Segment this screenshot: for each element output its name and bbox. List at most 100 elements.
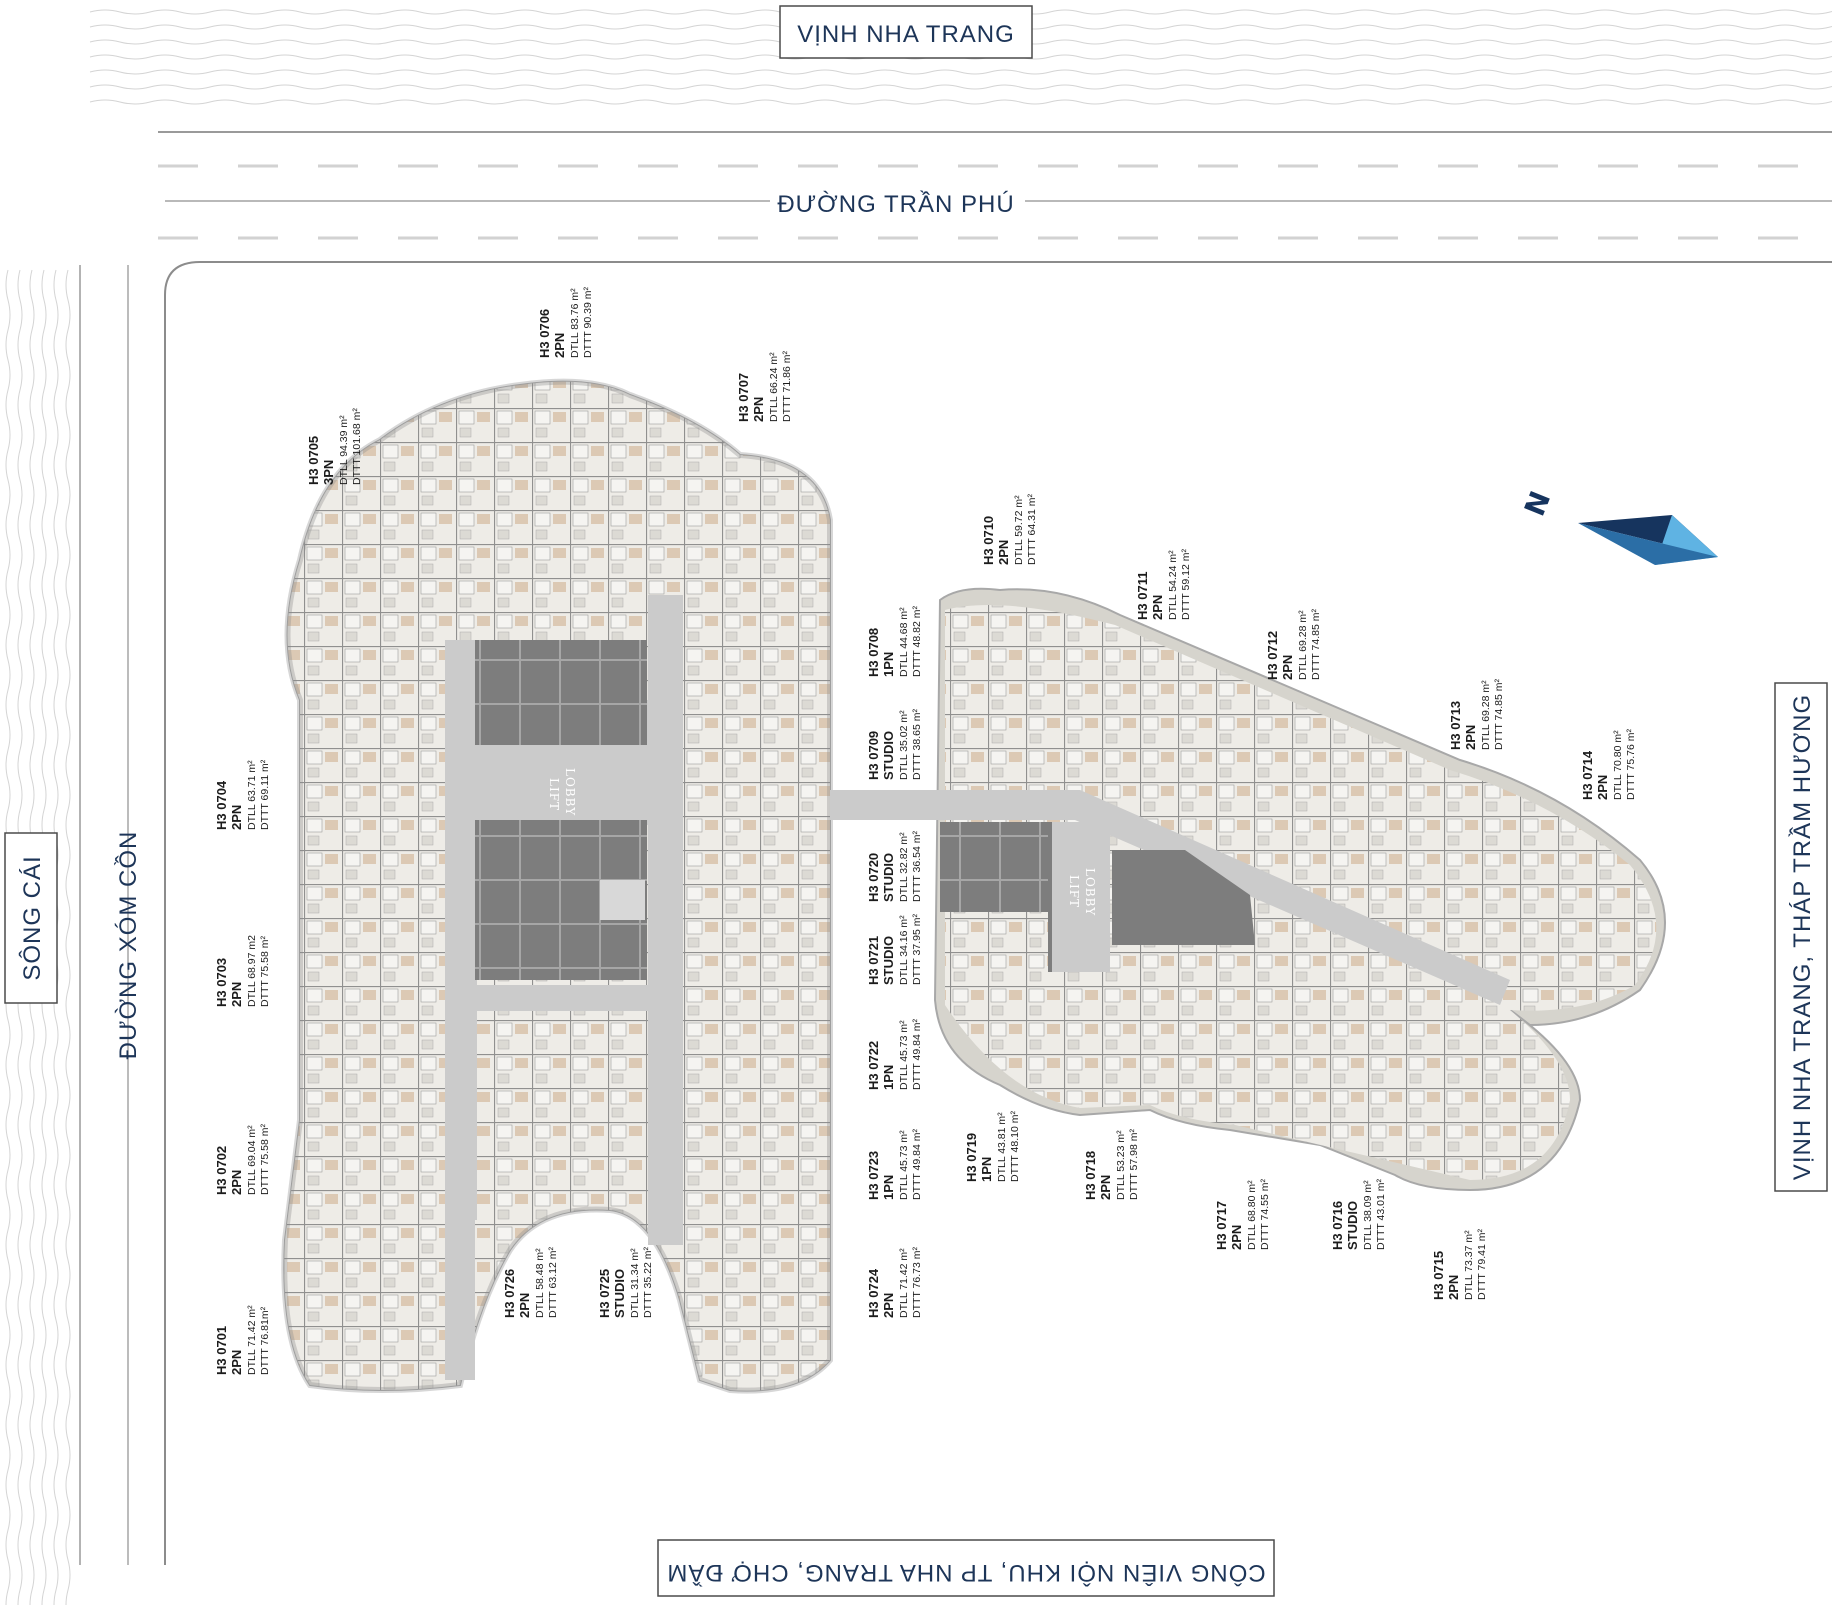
unit-dtll: DTLL 69.04 m² (246, 1125, 258, 1195)
south-text: CÔNG VIÊN NỘI KHU, TP NHA TRANG, CHỢ ĐẦM (666, 1559, 1265, 1587)
unit-dttt: DTTT 64.31 m² (1026, 494, 1038, 565)
unit-type: 1PN (979, 1157, 994, 1182)
unit-code: H3 0708 (866, 628, 881, 677)
unit-dtll: DTLL 45.73 m² (898, 1020, 910, 1090)
label-xom-con-street: ĐƯỜNG XÓM CỒN (114, 831, 142, 1060)
unit-code: H3 0712 (1265, 631, 1280, 680)
unit-dttt: DTTT 63.12 m² (547, 1247, 559, 1318)
unit-type: 2PN (1446, 1275, 1461, 1300)
unit-dttt: DTTT 71.86 m² (781, 351, 793, 422)
unit-dttt: DTTT 59.12 m² (1180, 549, 1192, 620)
unit-code: H3 0724 (866, 1268, 881, 1318)
label-song-cai: SÔNG CÁI (4, 832, 58, 1004)
unit-dtll: DTLL 94.39 m² (338, 415, 350, 485)
unit-dtll: DTLL 45.73 m² (898, 1130, 910, 1200)
unit-code: H3 0720 (866, 853, 881, 902)
unit-code: H3 0706 (537, 309, 552, 358)
unit-type: 2PN (1595, 775, 1610, 800)
unit-dttt: DTTT 76.73 m² (911, 1247, 923, 1318)
xom-con-street-text: ĐƯỜNG XÓM CỒN (114, 831, 142, 1060)
unit-dtll: DTLL 53.23 m² (1115, 1130, 1127, 1200)
unit-dtll: DTLL 59.72 m² (1013, 495, 1025, 565)
unit-dttt: DTTT 74.85 m² (1493, 679, 1505, 750)
lobby-east: LIFT LOBBY (1067, 868, 1097, 916)
unit-code: H3 0704 (214, 780, 229, 830)
tran-phu-street-text: ĐƯỜNG TRẦN PHÚ (777, 190, 1014, 218)
unit-type: STUDIO (1345, 1201, 1360, 1250)
unit-dtll: DTLL 71.42 m² (898, 1248, 910, 1318)
unit-type: 2PN (229, 1350, 244, 1375)
unit-code: H3 0714 (1580, 750, 1595, 800)
unit-dttt: DTTT 49.84 m² (911, 1129, 923, 1200)
lobby-east-line1: LIFT (1067, 875, 1081, 908)
unit-dtll: DTLL 63.71 m² (246, 760, 258, 830)
unit-type: 1PN (881, 1175, 896, 1200)
unit-dtll: DTLL 44.68 m² (898, 607, 910, 677)
unit-code: H3 0710 (981, 516, 996, 565)
unit-code: H3 0718 (1083, 1151, 1098, 1200)
unit-dttt: DTTT 76.81m² (259, 1306, 271, 1375)
unit-dtll: DTLL 68.80 m² (1246, 1180, 1258, 1250)
lobby-west-line1: LIFT (547, 778, 561, 811)
unit-type: 3PN (321, 460, 336, 485)
unit-code: H3 0722 (866, 1041, 881, 1090)
unit-code: H3 0723 (866, 1151, 881, 1200)
unit-dttt: DTTT 75.58 m² (259, 1124, 271, 1195)
unit-code: H3 0702 (214, 1146, 229, 1195)
unit-dtll: DTLL 66.24 m² (768, 352, 780, 422)
unit-dttt: DTTT 48.10 m² (1009, 1111, 1021, 1182)
unit-type: 1PN (881, 1065, 896, 1090)
song-cai-text: SÔNG CÁI (18, 855, 46, 980)
unit-type: 2PN (1280, 655, 1295, 680)
label-tran-phu-street: ĐƯỜNG TRẦN PHÚ (772, 182, 1024, 220)
unit-dttt: DTTT 43.01 m² (1375, 1179, 1387, 1250)
unit-type: 2PN (229, 982, 244, 1007)
unit-code: H3 0716 (1330, 1201, 1345, 1250)
unit-dttt: DTTT 75.58 m² (259, 936, 271, 1007)
label-north-bay: VỊNH NHA TRANG (779, 5, 1033, 59)
unit-dttt: DTTT 48.82 m² (911, 606, 923, 677)
unit-type: 2PN (1098, 1175, 1113, 1200)
lobby-east-line2: LOBBY (1083, 868, 1097, 916)
unit-type: 2PN (996, 540, 1011, 565)
unit-dttt: DTTT 57.98 m² (1128, 1129, 1140, 1200)
unit-type: STUDIO (881, 731, 896, 780)
unit-dtll: DTLL 70.80 m² (1612, 730, 1624, 800)
unit-dttt: DTTT 101.68 m² (351, 408, 363, 485)
unit-type: 2PN (1229, 1225, 1244, 1250)
unit-code: H3 0726 (502, 1269, 517, 1318)
tower-east (830, 587, 1666, 1192)
unit-code: H3 0701 (214, 1326, 229, 1375)
unit-type: 2PN (1150, 595, 1165, 620)
unit-code: H3 0719 (964, 1133, 979, 1182)
unit-dtll: DTLL 35.02 m² (898, 710, 910, 780)
unit-dttt: DTTT 36.54 m² (911, 831, 923, 902)
lobby-west: LIFT LOBBY (547, 768, 577, 816)
unit-code: H3 0725 (597, 1269, 612, 1318)
unit-dttt: DTTT 38.65 m² (911, 709, 923, 780)
unit-dttt: DTTT 49.84 m² (911, 1019, 923, 1090)
unit-code: H3 0711 (1135, 572, 1150, 620)
label-east: VỊNH NHA TRANG, THÁP TRẦM HƯƠNG (1774, 682, 1828, 1192)
unit-dtll: DTLL 83.76 m² (569, 288, 581, 358)
unit-dttt: DTTT 69.11 m² (259, 759, 271, 830)
unit-code: H3 0721 (866, 936, 881, 985)
